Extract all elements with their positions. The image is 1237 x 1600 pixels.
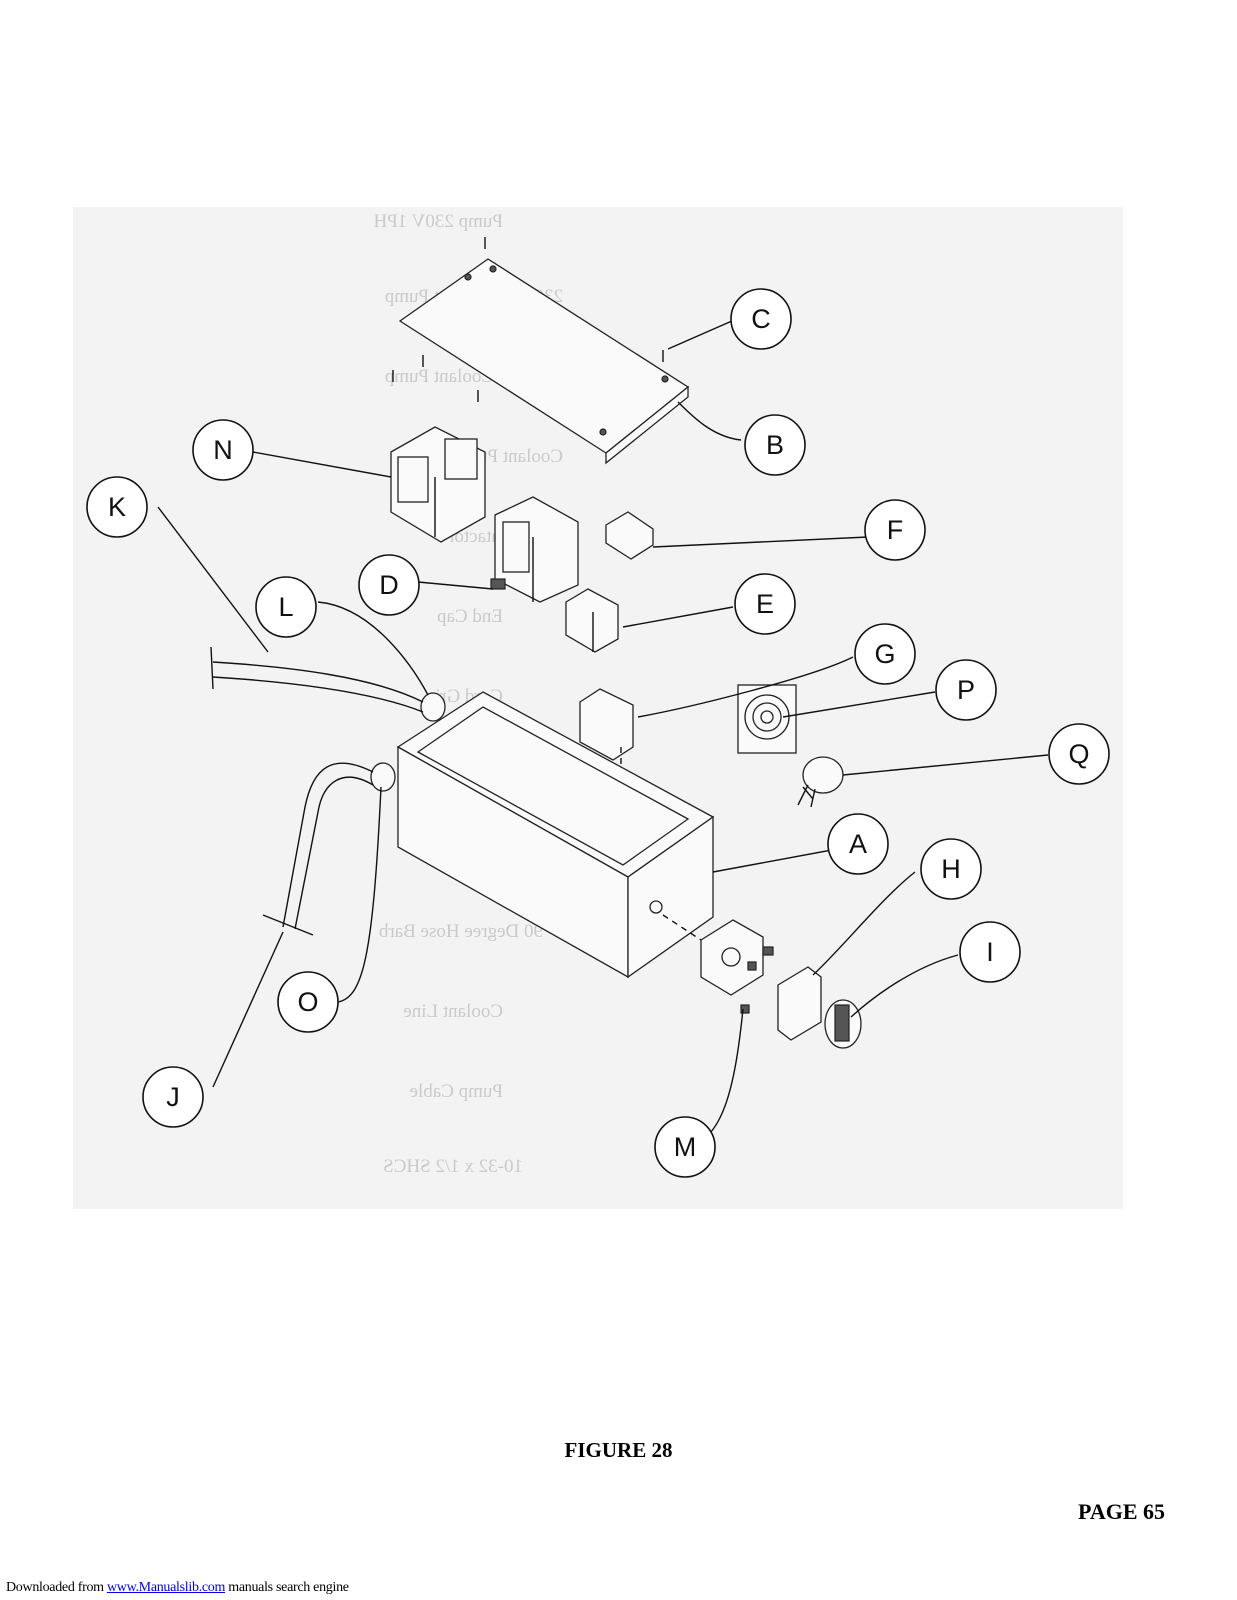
svg-text:End Cap: End Cap (437, 606, 503, 627)
leader-h (812, 871, 916, 976)
callout-letter: N (213, 435, 233, 465)
callout-f: F (864, 499, 926, 561)
callout-l: L (255, 576, 317, 638)
hidden-line (662, 914, 702, 941)
callout-d: D (358, 554, 420, 616)
callout-letter: E (756, 589, 774, 619)
callout-k: K (86, 476, 148, 538)
callout-letter: O (297, 987, 318, 1017)
callout-h: H (920, 838, 982, 900)
callout-j: J (142, 1066, 204, 1128)
exploded-parts-diagram: Pump 230V 1PH 230 Volt Coolant Pump 460 … (73, 207, 1123, 1209)
svg-text:10-32 x 1/2 SHCS: 10-32 x 1/2 SHCS (383, 1156, 523, 1177)
callout-m: M (654, 1116, 716, 1178)
transformer-coil (444, 438, 478, 480)
page-number: PAGE 65 (1078, 1499, 1165, 1524)
cover-hole (489, 265, 497, 273)
screw (740, 1004, 750, 1014)
leader-i (850, 954, 959, 1018)
svg-text:90 Degree Hose Barb: 90 Degree Hose Barb (379, 921, 543, 942)
svg-text:Pump Cable: Pump Cable (410, 1081, 503, 1102)
figure-caption: FIGURE 28 (564, 1438, 673, 1462)
callout-letter: G (874, 639, 895, 669)
leader-l (317, 601, 429, 696)
leader-d (417, 581, 494, 590)
leader-b (677, 401, 742, 441)
coolant-line (212, 676, 424, 713)
callout-n: N (192, 419, 254, 481)
svg-text:Pump 230V 1PH: Pump 230V 1PH (373, 211, 503, 232)
leader-j (212, 931, 284, 1088)
callout-letter: K (108, 492, 126, 522)
leader-c (667, 316, 742, 350)
diagram-svg: Pump 230V 1PH 230 Volt Coolant Pump 460 … (86, 211, 1110, 1178)
cover-plate-edge (605, 385, 689, 465)
coolant-line (210, 646, 424, 703)
callout-g: G (854, 623, 916, 685)
contactor-face (502, 521, 530, 573)
callout-letter: L (278, 592, 293, 622)
leader-g (637, 656, 854, 718)
flange-hole (721, 947, 741, 967)
leader-e (622, 606, 734, 628)
callout-letter: J (166, 1082, 180, 1112)
fitting (420, 692, 446, 722)
leader-a (712, 846, 849, 873)
knob (802, 756, 844, 794)
switch-lever (834, 1004, 850, 1042)
fitting (370, 762, 396, 792)
manualslib-link[interactable]: www.Manualslib.com (106, 1580, 226, 1595)
box-hole (649, 900, 663, 914)
callout-letter: F (887, 515, 904, 545)
screw (747, 961, 757, 971)
callout-letter: C (751, 304, 771, 334)
coolant-hose (282, 762, 374, 928)
callout-q: Q (1048, 723, 1110, 785)
callout-letter: H (941, 854, 961, 884)
cover-hole (661, 375, 669, 383)
leader-n (252, 451, 392, 478)
cover-hole (464, 273, 472, 281)
callout-b: B (744, 414, 806, 476)
gasket-ring (760, 710, 774, 724)
callout-letter: A (849, 829, 867, 859)
callout-p: P (935, 659, 997, 721)
svg-text:Coolant Line: Coolant Line (403, 1001, 503, 1022)
callout-i: I (959, 921, 1021, 983)
main-box-side (627, 815, 714, 979)
switch-plate (777, 966, 822, 1041)
transformer-coil (397, 456, 429, 503)
callout-letter: B (766, 430, 784, 460)
footer-prefix: Downloaded from (6, 1580, 107, 1595)
callout-letter: Q (1068, 739, 1089, 769)
footer-suffix: manuals search engine (225, 1580, 349, 1595)
callout-o: O (277, 971, 339, 1033)
callout-e: E (734, 573, 796, 635)
callout-letter: P (957, 675, 975, 705)
coolant-hose (294, 776, 374, 930)
callout-letter: M (674, 1132, 697, 1162)
terminal-block (605, 511, 654, 560)
main-box-inner (416, 706, 690, 866)
leader-o (337, 786, 382, 1003)
leader-k (157, 506, 269, 653)
leader-q (842, 754, 1049, 776)
callout-letter: I (986, 937, 994, 967)
contactor-foot (490, 578, 506, 590)
cover-hole (599, 428, 607, 436)
screw (762, 946, 774, 956)
callout-c: C (730, 288, 792, 350)
callout-a: A (827, 813, 889, 875)
leader-f (652, 536, 869, 548)
knob-wires (797, 784, 816, 808)
leader-p (782, 691, 936, 718)
break-mark (262, 914, 314, 936)
overload-relay (565, 588, 619, 653)
callout-letter: D (379, 570, 399, 600)
cord-grip (579, 688, 634, 761)
download-footer: Downloaded from www.Manualslib.com manua… (6, 1580, 349, 1596)
